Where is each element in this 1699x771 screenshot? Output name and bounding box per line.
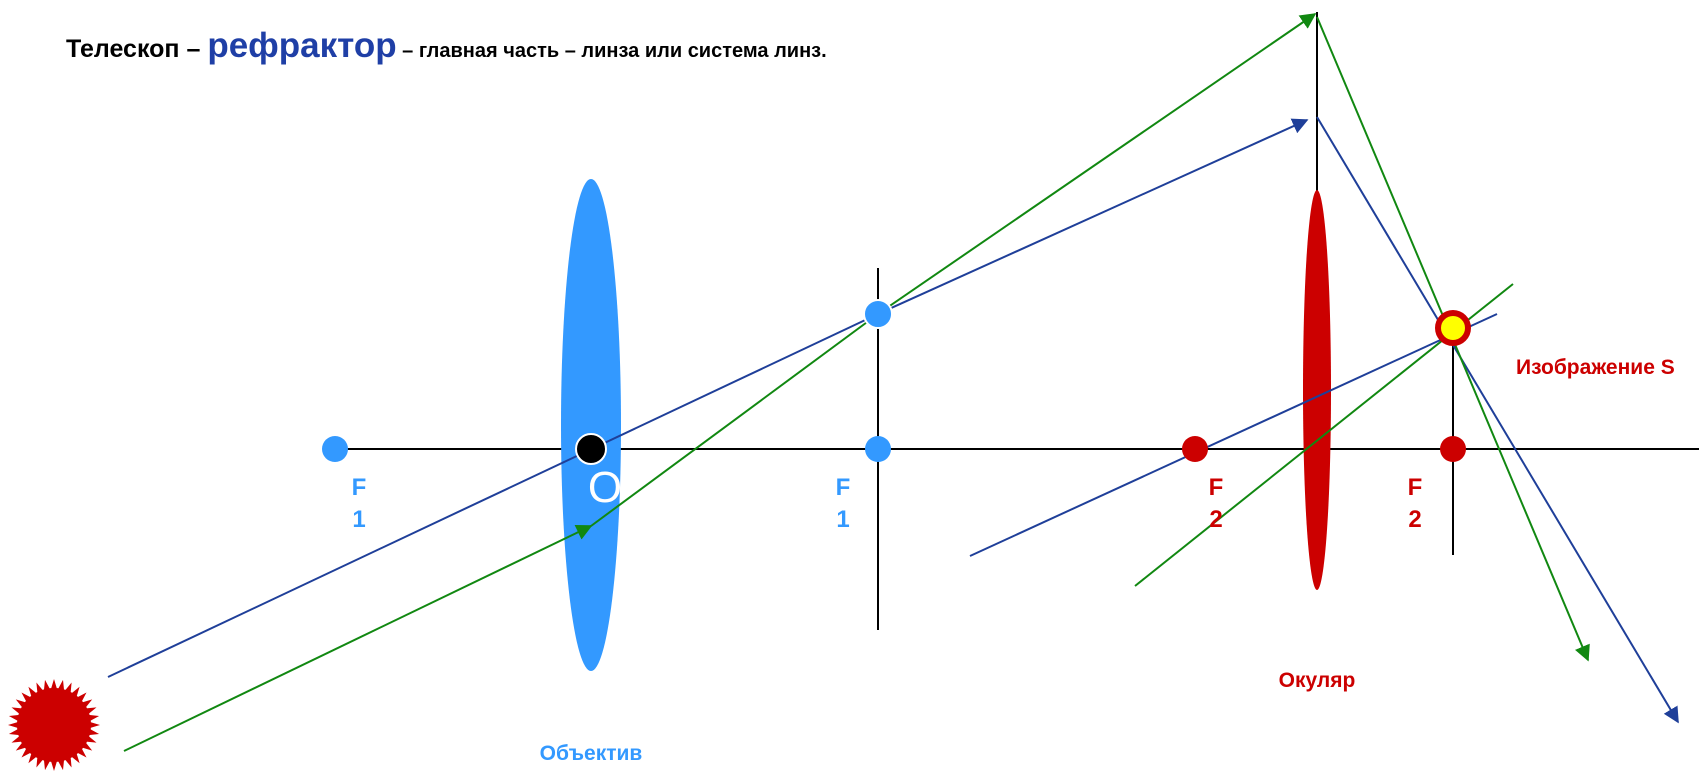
objective-focus-right-letter: F [836,474,851,501]
title-part2: – главная часть – линза или система линз… [396,40,827,62]
objective-lens [561,179,621,671]
eyepiece-focus-left-dot [1182,436,1208,462]
objective-focus-left-letter: F [352,474,367,501]
intermediate-image-dot [863,299,893,329]
title-part1: Телескоп – [66,35,208,63]
eyepiece-caption: Окуляр [1279,669,1356,692]
objective-focus-right-index: 1 [836,506,849,533]
image-point [1435,310,1471,346]
blue-auxiliary-ray [969,313,1498,557]
eyepiece-focus-right-index: 2 [1408,506,1421,533]
eyepiece-focus-left-letter: F [1209,474,1224,501]
green-ray-to-virtual [877,13,1317,315]
green-ray-incoming [123,525,593,752]
objective-focus-right-dot [865,436,891,462]
eyepiece-focus-right-letter: F [1408,474,1423,501]
eyepiece-lens [1303,190,1331,590]
star-spikes [8,679,100,771]
star-icon [8,679,100,771]
blue-ray-to-virtual [877,118,1309,315]
eyepiece-focus-right-dot [1440,436,1466,462]
image-caption: Изображение S [1516,356,1675,379]
objective-focus-left-dot [322,436,348,462]
green-ray-through-lens [590,313,879,527]
slide-title: Телескоп – рефрактор – главная часть – л… [66,26,827,66]
objective-caption: Объектив [540,742,643,765]
blue-ray-incoming [107,313,879,678]
eyepiece-focus-left-index: 2 [1209,506,1222,533]
blue-ray-outgoing [1316,116,1679,724]
objective-focus-left-index: 1 [352,506,365,533]
objective-center-dot [575,433,607,465]
objective-center-label: O [588,463,622,512]
title-highlight: рефрактор [207,26,397,65]
